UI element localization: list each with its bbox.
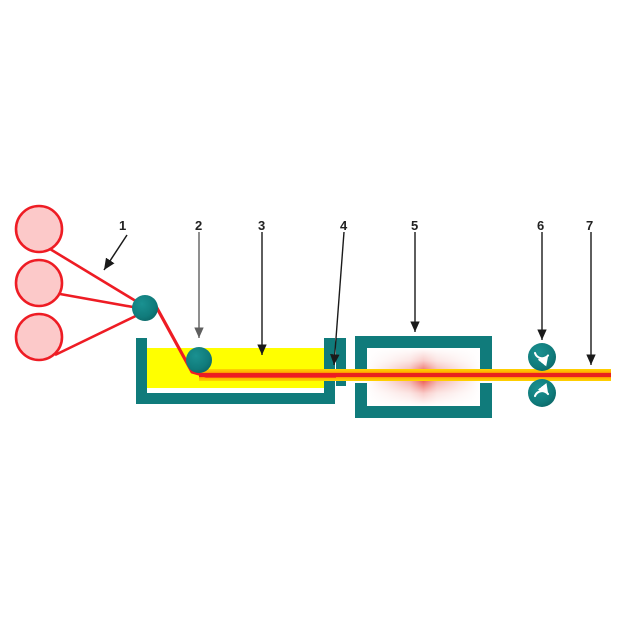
callout-arrow-1 (103, 234, 128, 271)
roving-spool (14, 258, 64, 308)
callout-label-2: 2 (195, 218, 203, 233)
oven-right-wall-upper (480, 336, 492, 369)
callout-label-1: 1 (119, 218, 127, 233)
callout-label-5: 5 (411, 218, 419, 233)
fiber-tow (49, 247, 145, 308)
oven-left-wall-upper (355, 336, 367, 369)
strand-hot-core (199, 373, 611, 377)
oven-top-wall (355, 336, 492, 348)
rotation-arrow-counter-clockwise-icon (533, 383, 550, 398)
resin-fill (147, 348, 327, 388)
resin-bath-floor (136, 393, 335, 404)
roving-spool (14, 312, 64, 362)
roving-creel (14, 204, 336, 378)
oven-left-wall-lower (355, 383, 367, 418)
oven-bottom-wall (355, 406, 492, 418)
puller-roller-top[interactable] (528, 343, 556, 371)
callout-label-7: 7 (586, 218, 594, 233)
puller-roller-bottom[interactable] (528, 379, 556, 407)
callout-arrow-4 (330, 231, 345, 366)
resin-bath-left-wall (136, 338, 147, 404)
puller-rollers (528, 343, 556, 407)
die-plate (336, 338, 346, 386)
cured-profile-output (199, 369, 611, 381)
fiber-tow (54, 310, 145, 357)
fiber-path-into-bath (150, 298, 336, 378)
preformer-die (336, 338, 346, 386)
guide-rollers (132, 295, 212, 373)
callout-label-4: 4 (340, 218, 348, 233)
callout-label-3: 3 (258, 218, 266, 233)
callout-label-6: 6 (537, 218, 545, 233)
rotation-arrow-clockwise-icon (533, 351, 550, 367)
fiber-tow (59, 292, 145, 311)
guide-roller-upper (132, 295, 158, 321)
roving-spool (14, 204, 64, 254)
immersion-roller (186, 347, 212, 373)
callout-arrows (103, 231, 596, 366)
oven-right-wall-lower (480, 383, 492, 418)
